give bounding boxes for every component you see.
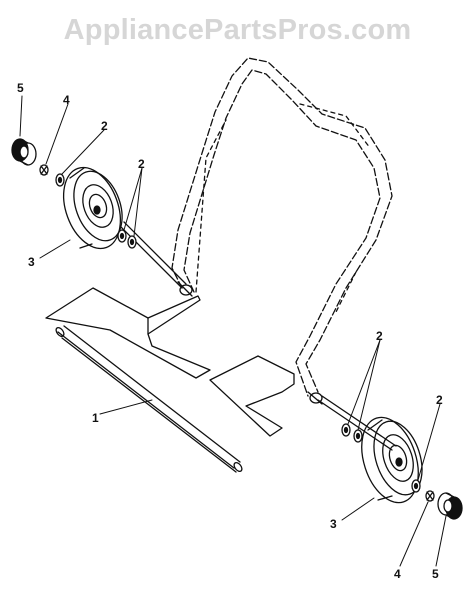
callout-2-top: 2 [101,119,108,133]
callout-2-mid: 2 [138,157,145,171]
callout-5-bottom: 5 [432,567,439,581]
wheel-right [361,416,423,504]
mounting-plate-left [45,287,211,379]
callout-2-right-b: 2 [436,393,443,407]
handle-pivot-left [177,281,193,297]
leader-lines [19,95,447,567]
washers-left [55,173,137,249]
retainer-left [39,164,49,176]
handle-frame [171,57,393,397]
mounting-plate-right [209,355,295,437]
callout-5-top: 5 [17,81,24,95]
axle-stub-right [317,399,393,451]
callout-3-left: 3 [28,255,35,269]
callout-4-top: 4 [63,93,70,107]
handle-pivot-right [307,391,323,405]
axle-stub-left [119,225,183,289]
hubcap-right [437,492,463,520]
callout-2-right-a: 2 [376,329,383,343]
hubcap-left [11,138,37,166]
watermark-text: AppliancePartsPros.com [63,14,412,46]
wheel-left [63,166,123,250]
axle-rod [55,325,243,473]
retainer-right [425,490,435,502]
washers-right [341,423,421,493]
callout-1: 1 [92,411,99,425]
callout-4-bottom: 4 [394,567,401,581]
callout-3-right: 3 [330,517,337,531]
